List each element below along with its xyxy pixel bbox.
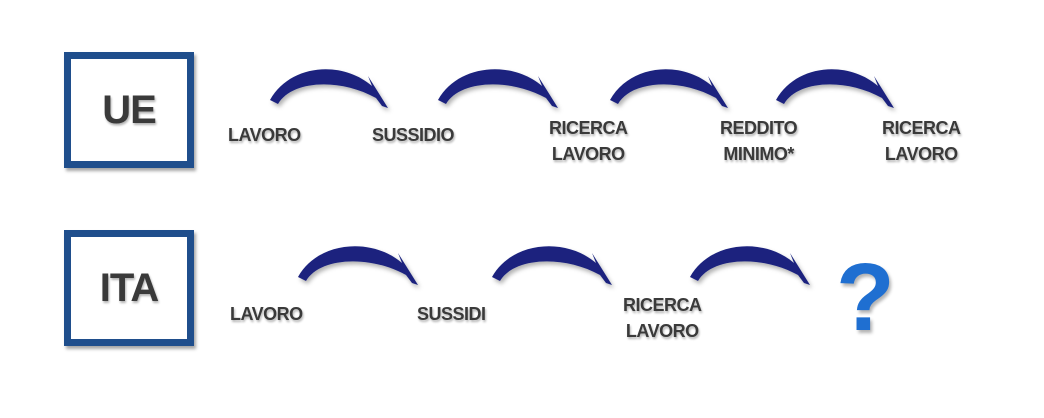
ita-arrow-2: [492, 246, 612, 285]
ue-step-4-line-2: MINIMO*: [723, 144, 794, 164]
ue-step-5-line-2: LAVORO: [884, 144, 958, 164]
ue-step-2: SUSSIDIO: [372, 122, 455, 148]
ita-step-3-line-2: LAVORO: [625, 321, 699, 341]
ue-step-3: RICERCA LAVORO: [549, 115, 628, 167]
question-mark-icon: ?: [836, 244, 895, 351]
ita-step-1: LAVORO: [230, 301, 303, 327]
ita-step-2: SUSSIDI: [417, 301, 486, 327]
ue-step-5: RICERCA LAVORO: [882, 115, 961, 167]
row-label-box-ue: UE: [64, 52, 194, 168]
ita-step-1-line-1: LAVORO: [230, 304, 303, 324]
ita-arrow-3: [690, 246, 810, 285]
ita-step-3-line-1: RICERCA: [623, 295, 702, 315]
ue-step-1: LAVORO: [228, 122, 301, 148]
row-label-ita: ITA: [99, 265, 159, 310]
ue-step-3-line-1: RICERCA: [549, 118, 628, 138]
ita-step-2-line-1: SUSSIDI: [417, 304, 486, 324]
ue-step-4: REDDITO MINIMO*: [720, 115, 798, 167]
row-label-box-ita: ITA: [64, 230, 194, 346]
ue-step-5-line-1: RICERCA: [882, 118, 961, 138]
ue-arrow-3: [610, 69, 728, 108]
ue-arrow-4: [776, 69, 894, 108]
ue-step-2-line-1: SUSSIDIO: [372, 125, 455, 145]
ita-step-3: RICERCA LAVORO: [623, 292, 702, 344]
row-label-ue: UE: [102, 87, 157, 132]
ue-arrow-1: [270, 69, 388, 108]
ue-step-1-line-1: LAVORO: [228, 125, 301, 145]
ue-step-3-line-2: LAVORO: [551, 144, 625, 164]
ue-step-4-line-1: REDDITO: [720, 118, 798, 138]
ita-arrow-1: [298, 246, 418, 285]
ue-arrow-2: [438, 69, 558, 108]
